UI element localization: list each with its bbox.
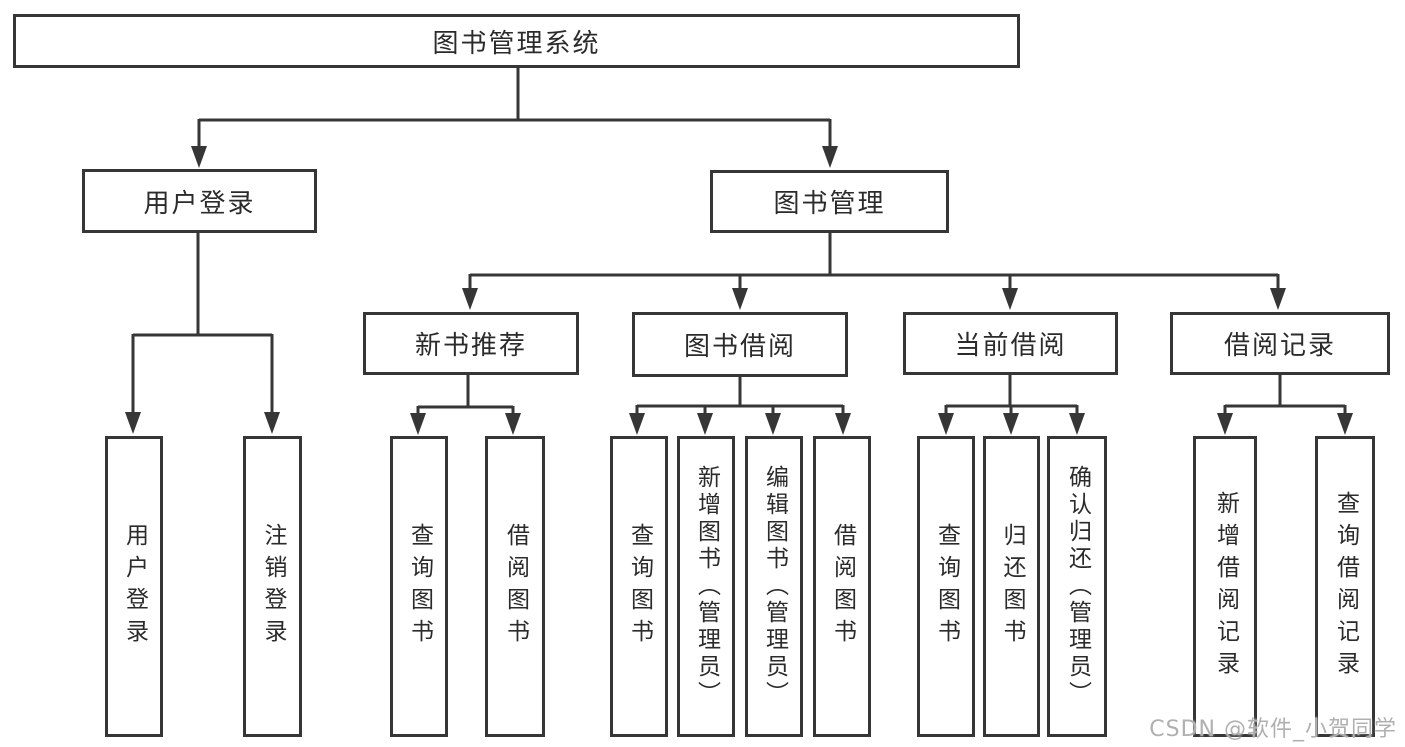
connector-new-book-recommendation-children xyxy=(416,373,515,417)
node-user-login: 用户登录 xyxy=(82,169,317,233)
leaf-borrow-books: 借阅图书 xyxy=(813,436,871,737)
connector-current-borrowing-children xyxy=(944,373,1079,417)
node-label: 归还图书 xyxy=(999,522,1025,651)
node-label: 图书管理 xyxy=(773,189,886,219)
node-label: 编辑图书（管理员） xyxy=(761,465,788,708)
node-label: 用户登录 xyxy=(121,522,148,651)
leaf-query-books: 查询图书 xyxy=(917,436,975,737)
node-label: 图书借阅 xyxy=(683,332,796,362)
connector-root-to-level2 xyxy=(197,66,832,150)
leaf-add-borrow-record: 新增借阅记录 xyxy=(1193,436,1257,737)
arrowhead xyxy=(938,413,954,435)
node-label: 图书管理系统 xyxy=(432,28,601,59)
node-label: 确认归还（管理员） xyxy=(1064,465,1091,708)
node-label: 查询图书 xyxy=(406,522,433,651)
leaf-user-login: 用户登录 xyxy=(105,436,163,737)
arrowhead xyxy=(462,288,478,310)
node-label: 查询借阅记录 xyxy=(1332,490,1359,683)
node-label: 借阅图书 xyxy=(829,522,856,651)
node-borrowing-records: 借阅记录 xyxy=(1170,312,1390,375)
node-label: 用户登录 xyxy=(143,188,256,219)
arrowhead xyxy=(1002,288,1018,310)
arrowhead xyxy=(765,413,781,435)
arrowhead xyxy=(410,413,426,435)
arrowhead xyxy=(732,288,748,310)
connector-borrowing-records-children xyxy=(1223,375,1347,417)
arrowhead xyxy=(1003,413,1019,435)
node-label: 借阅记录 xyxy=(1223,331,1336,361)
node-label: 新增图书（管理员） xyxy=(693,465,720,708)
arrowhead xyxy=(1270,288,1286,310)
arrowhead xyxy=(264,412,280,434)
connector-book-borrowing-children xyxy=(635,375,845,417)
node-label: 注销登录 xyxy=(260,522,286,651)
node-label: 查询图书 xyxy=(626,522,653,651)
node-book-management: 图书管理 xyxy=(710,170,949,233)
node-label: 借阅图书 xyxy=(502,522,529,651)
node-current-borrowing: 当前借阅 xyxy=(903,312,1118,375)
node-label: 查询图书 xyxy=(933,522,960,651)
node-new-book-recommendation: 新书推荐 xyxy=(363,312,579,375)
connector-book-management-children xyxy=(468,231,1280,292)
arrowhead xyxy=(822,146,838,168)
arrowhead xyxy=(1217,413,1233,435)
node-library-management-system: 图书管理系统 xyxy=(13,14,1020,68)
leaf-add-books-admin: 新增图书（管理员） xyxy=(677,436,735,737)
node-label: 新书推荐 xyxy=(414,331,527,361)
arrowhead xyxy=(1337,413,1353,435)
leaf-confirm-return-admin: 确认归还（管理员） xyxy=(1047,436,1107,737)
leaf-edit-books-admin: 编辑图书（管理员） xyxy=(745,436,803,737)
arrowhead xyxy=(505,413,521,435)
arrowhead xyxy=(697,413,713,435)
arrowhead xyxy=(835,413,851,435)
leaf-borrow-books: 借阅图书 xyxy=(485,436,545,737)
arrowhead xyxy=(629,413,645,435)
leaf-query-books: 查询图书 xyxy=(390,436,448,737)
leaf-query-books: 查询图书 xyxy=(610,436,668,737)
node-label: 新增借阅记录 xyxy=(1212,490,1239,683)
node-book-borrowing: 图书借阅 xyxy=(632,312,848,377)
connector-user-login-children xyxy=(131,231,274,416)
leaf-query-borrow-record: 查询借阅记录 xyxy=(1315,436,1375,737)
arrowhead xyxy=(125,412,141,434)
arrowhead xyxy=(191,146,207,168)
leaf-return-books: 归还图书 xyxy=(983,436,1040,737)
csdn-watermark: CSDN @软件_小贺同学 xyxy=(1149,717,1397,742)
leaf-logout: 注销登录 xyxy=(243,436,302,737)
arrowhead xyxy=(1069,413,1085,435)
node-label: 当前借阅 xyxy=(954,331,1067,361)
